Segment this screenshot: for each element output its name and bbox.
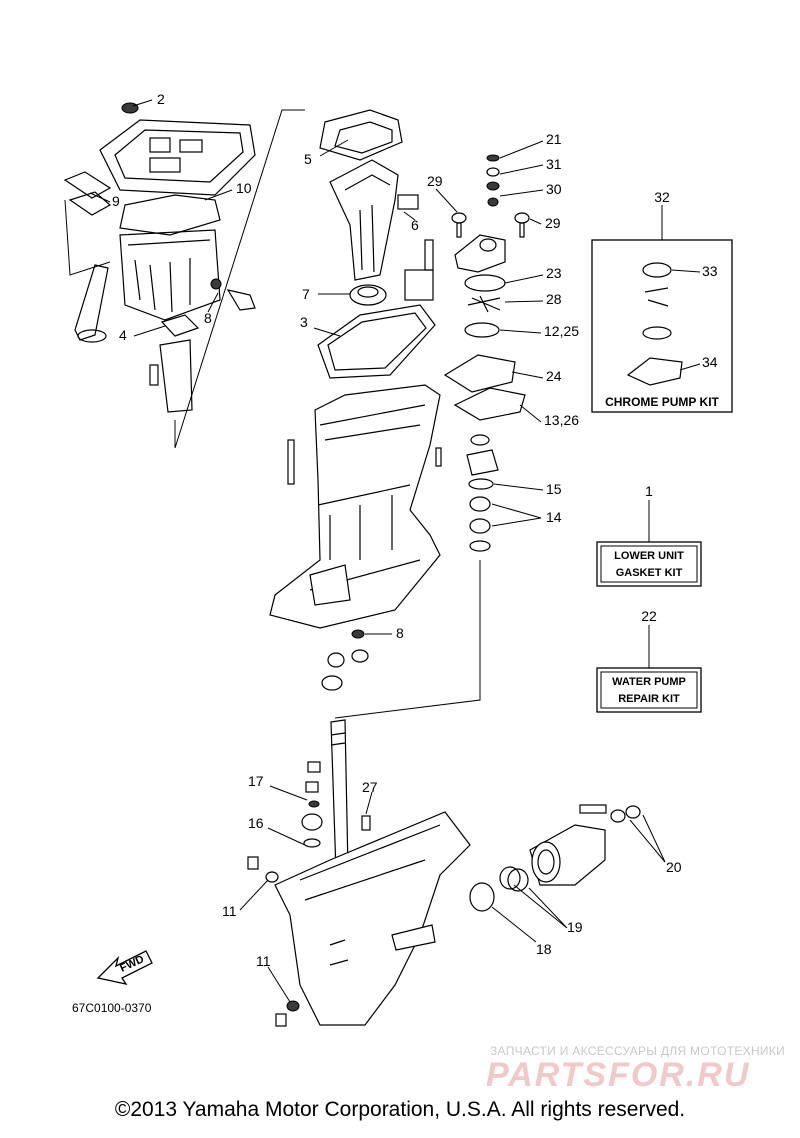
callout-10: 10 <box>236 180 252 196</box>
callout-14: 14 <box>546 509 562 525</box>
callout-12-25: 12,25 <box>544 323 579 339</box>
callout-8-upper: 8 <box>204 310 212 326</box>
callout-34: 34 <box>702 354 718 370</box>
copyright-notice: ©2013 Yamaha Motor Corporation, U.S.A. A… <box>114 1098 686 1121</box>
diagram-number: 67C0100-0370 <box>72 1001 152 1015</box>
callout-2: 2 <box>157 91 165 107</box>
water-pump-kit-line2: REPAIR KIT <box>618 693 680 705</box>
callout-27: 27 <box>362 779 378 795</box>
callout-6: 6 <box>411 217 419 233</box>
callout-15: 15 <box>546 481 562 497</box>
callout-5: 5 <box>304 151 312 167</box>
water-pump-kit-line1: WATER PUMP <box>612 676 686 688</box>
callout-4: 4 <box>119 327 127 343</box>
callout-11-lower: 11 <box>256 953 271 969</box>
callout-8-lower: 8 <box>396 625 404 641</box>
watermark-brand: PARTSFOR.RU <box>486 1056 751 1094</box>
callout-28: 28 <box>546 291 562 307</box>
callout-23: 23 <box>546 265 562 281</box>
callout-22: 22 <box>641 608 657 624</box>
callout-1: 1 <box>645 483 653 499</box>
callout-32: 32 <box>654 189 670 205</box>
upper-casing-center <box>269 109 442 691</box>
callout-11-upper: 11 <box>222 903 237 919</box>
water-pump-parts <box>334 154 530 719</box>
callout-33: 33 <box>702 263 718 279</box>
callout-3: 3 <box>300 314 308 330</box>
callout-29-left: 29 <box>427 173 443 189</box>
callout-16: 16 <box>248 815 264 831</box>
upper-casing-assembly <box>63 102 305 449</box>
lower-unit-gasket-kit-box: LOWER UNIT GASKET KIT <box>596 500 702 587</box>
callout-18: 18 <box>536 941 552 957</box>
callout-13-26: 13,26 <box>544 412 579 428</box>
fwd-arrow: FWD <box>96 950 153 985</box>
lower-unit-kit-line2: GASKET KIT <box>616 567 683 579</box>
chrome-pump-kit-label: CHROME PUMP KIT <box>605 395 719 409</box>
watermark-tagline: ЗАПЧАСТИ И АКСЕССУАРЫ ДЛЯ МОТОТЕХНИКИ <box>490 1044 786 1058</box>
callout-numbers: 2 5 10 9 6 7 8 3 4 21 31 30 29 29 23 28 … <box>112 91 718 969</box>
callout-21: 21 <box>546 131 562 147</box>
water-pump-repair-kit-box: WATER PUMP REPAIR KIT <box>596 625 702 713</box>
callout-19: 19 <box>567 919 583 935</box>
lower-gearcase-assembly <box>247 719 641 1027</box>
callout-30: 30 <box>546 181 562 197</box>
callout-29-right: 29 <box>545 215 561 231</box>
callout-17: 17 <box>248 773 264 789</box>
chrome-pump-kit-box: CHROME PUMP KIT <box>591 205 733 413</box>
lower-unit-kit-line1: LOWER UNIT <box>614 550 684 562</box>
callout-7: 7 <box>302 286 310 302</box>
callout-9: 9 <box>112 193 120 209</box>
callout-leaders <box>89 99 701 1003</box>
callout-31: 31 <box>546 156 562 172</box>
callout-20: 20 <box>666 859 682 875</box>
callout-24: 24 <box>546 368 562 384</box>
